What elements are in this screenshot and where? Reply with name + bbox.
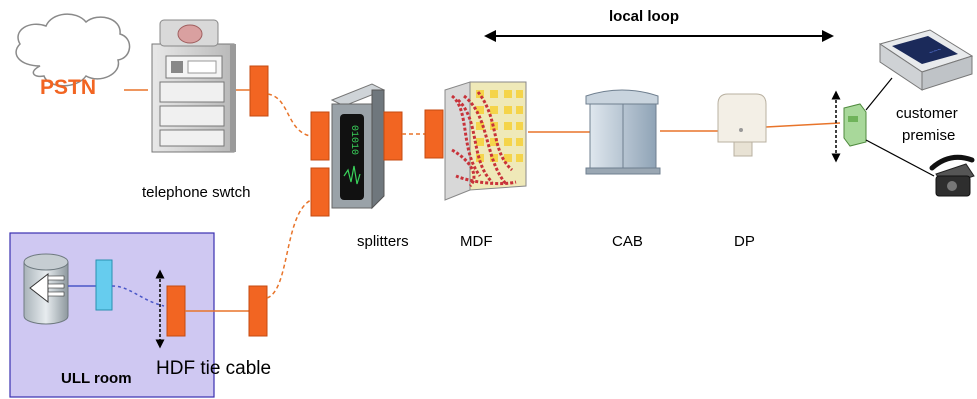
hdf-tie-cable-label: HDF tie cable — [156, 358, 272, 379]
telephone-switch-label: telephone swtch — [142, 184, 251, 201]
database-icon — [23, 253, 69, 325]
splitter-connector-left-top — [310, 111, 330, 161]
customer-premise-label-line1: customer — [896, 105, 958, 122]
nte-to-modem-line — [865, 77, 893, 111]
customer-premise-label-line2: premise — [902, 127, 956, 144]
ull-room-label: ULL room — [61, 370, 132, 387]
splitter-device-icon: 01010 — [330, 83, 386, 210]
splitter-connector-right — [383, 111, 403, 161]
modem-icon: ~~~ — [878, 29, 974, 91]
svg-text:~~~: ~~~ — [928, 46, 942, 56]
switch-dashed-cable — [267, 93, 311, 137]
pstn-label: PSTN — [40, 76, 97, 99]
dp-to-nte-line — [765, 122, 841, 128]
ull-blue-connector — [95, 259, 113, 311]
nte-to-phone-line — [865, 139, 935, 177]
dp-label: DP — [734, 233, 755, 250]
hdf-to-splitter-dashed — [266, 199, 312, 299]
hdf-connector-inside — [166, 285, 186, 337]
splitter-display-digits: 01010 — [348, 125, 359, 155]
mdf-connector — [424, 109, 444, 159]
cab-label: CAB — [612, 233, 643, 250]
switch-connector — [249, 65, 269, 117]
street-cabinet-icon — [585, 89, 661, 175]
server-rack-icon — [151, 19, 236, 153]
telephone-icon — [929, 154, 975, 197]
cloud-icon — [15, 13, 131, 87]
splitters-label: splitters — [357, 233, 409, 250]
mdf-label: MDF — [460, 233, 493, 250]
local-loop-label: local loop — [609, 8, 680, 25]
hdf-connector-outside — [248, 285, 268, 337]
network-termination-icon — [843, 103, 867, 147]
distribution-point-icon — [717, 93, 767, 157]
distribution-frame-icon — [444, 81, 527, 201]
splitter-connector-left-bottom — [310, 167, 330, 217]
